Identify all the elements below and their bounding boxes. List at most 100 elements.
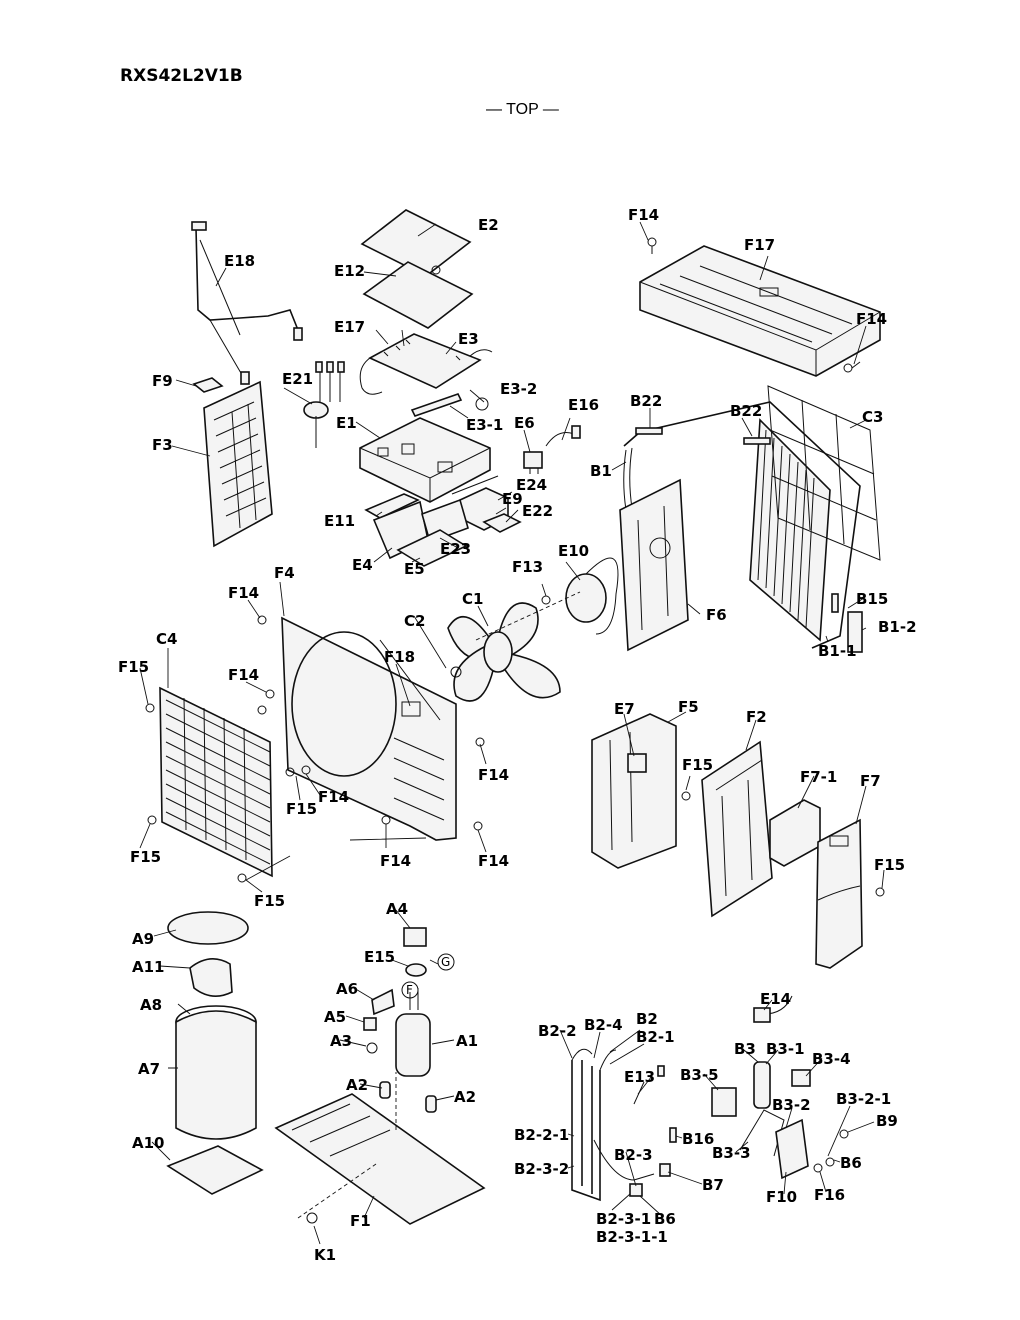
c2-nut — [450, 666, 462, 678]
label-b3-1: B3-1 — [766, 1040, 805, 1058]
label-e13: E13 — [624, 1068, 655, 1086]
f15-screw — [681, 791, 691, 801]
label-b3-2: B3-2 — [772, 1096, 811, 1114]
label-e2: E2 — [478, 216, 499, 234]
label-b9: B9 — [876, 1112, 898, 1130]
e11-terminal — [364, 493, 420, 519]
e22-bracket — [482, 513, 522, 533]
label-f: F — [406, 983, 413, 997]
e3-2-grommet — [475, 397, 489, 411]
label-a2-b: A2 — [454, 1088, 476, 1106]
label-b2-3: B2-3 — [614, 1146, 653, 1164]
k1-drain-socket — [306, 1212, 318, 1224]
f14-screw — [843, 361, 861, 373]
a2-cushion — [379, 1081, 391, 1099]
label-f14-d: F14 — [228, 666, 259, 684]
label-e4: E4 — [352, 556, 373, 574]
a9-insulation-top — [167, 911, 249, 945]
label-b3-4: B3-4 — [812, 1050, 851, 1068]
label-k1: K1 — [314, 1246, 336, 1264]
e18-harness — [191, 221, 303, 385]
label-e16: E16 — [568, 396, 599, 414]
label-f17: F17 — [744, 236, 775, 254]
c3-wire-grille — [767, 385, 881, 561]
label-e21: E21 — [282, 370, 313, 388]
f9-clip — [192, 377, 224, 393]
b1-2-pad — [847, 611, 863, 653]
b3-2-valve-plate — [775, 1118, 809, 1180]
model-title: RXS42L2V1B — [120, 66, 243, 86]
label-a9: A9 — [132, 930, 154, 948]
label-e17: E17 — [334, 318, 365, 336]
e1-electrical-box — [359, 417, 491, 503]
label-e3-2: E3-2 — [500, 380, 537, 398]
part-labels: E2 E12 E17 E3 E3-2 E3-1 E1 E6 E16 E24 E9… — [118, 206, 917, 1264]
label-a6: A6 — [336, 980, 358, 998]
label-b16: B16 — [682, 1130, 714, 1148]
label-e5: E5 — [404, 560, 425, 578]
label-c1: C1 — [462, 590, 483, 608]
f14-screw — [647, 237, 657, 254]
label-f15-f: F15 — [874, 856, 905, 874]
f2-right-side-plate — [701, 740, 773, 918]
e23-plate — [421, 498, 469, 544]
label-e1: E1 — [336, 414, 357, 432]
b6-valve — [629, 1183, 643, 1197]
label-c2: C2 — [404, 612, 425, 630]
label-e11: E11 — [324, 512, 355, 530]
a8-a7-sound-jacket — [175, 1005, 257, 1140]
label-e24: E24 — [516, 476, 547, 494]
label-f15-b: F15 — [286, 800, 317, 818]
label-a8: A8 — [140, 996, 162, 1014]
label-a4: A4 — [386, 900, 408, 918]
e10-fan-motor — [565, 557, 619, 635]
label-b6-a: B6 — [840, 1154, 862, 1172]
label-f14-f: F14 — [318, 788, 349, 806]
label-f15-d: F15 — [254, 892, 285, 910]
label-f2: F2 — [746, 708, 767, 726]
label-e3-1: E3-1 — [466, 416, 503, 434]
label-b1-2: B1-2 — [878, 618, 917, 636]
e3-1-tube — [410, 393, 463, 417]
label-b3-5: B3-5 — [680, 1066, 719, 1084]
label-b2-2-1: B2-2-1 — [514, 1126, 569, 1144]
f17-top-panel — [639, 245, 881, 377]
screws-front — [145, 615, 485, 883]
label-c4: C4 — [156, 630, 177, 648]
label-f6: F6 — [706, 606, 727, 624]
part-drawings — [145, 209, 885, 1225]
label-f7-1: F7-1 — [800, 768, 837, 786]
c1-propeller-fan — [447, 602, 561, 702]
label-e22: E22 — [522, 502, 553, 520]
label-b6-b: B6 — [654, 1210, 676, 1228]
e16-sensor — [545, 425, 581, 447]
f7-front-side-cover — [815, 818, 863, 969]
f7-1-cover — [769, 799, 821, 867]
label-b1: B1 — [590, 462, 612, 480]
label-b7: B7 — [702, 1176, 724, 1194]
b3-4-valve-cover — [791, 1069, 811, 1087]
e15-heater — [405, 963, 427, 977]
b22-seal — [743, 437, 771, 445]
label-g: G — [441, 955, 450, 969]
a1-compressor — [395, 988, 431, 1077]
b3-5-coil — [711, 1087, 737, 1117]
a10-insulation-base — [166, 1145, 264, 1195]
label-b2-1: B2-1 — [636, 1028, 675, 1046]
label-e9: E9 — [502, 490, 523, 508]
label-b15: B15 — [856, 590, 888, 608]
e12-insulation-plate — [362, 261, 474, 329]
label-e10: E10 — [558, 542, 589, 560]
b6-valve-right — [825, 1157, 835, 1167]
f6-partition — [619, 478, 689, 652]
label-a5: A5 — [324, 1008, 346, 1026]
label-f5: F5 — [678, 698, 699, 716]
a4-terminal-cover — [403, 927, 427, 947]
label-f4: F4 — [274, 564, 295, 582]
label-f15-c: F15 — [130, 848, 161, 866]
label-b2-3-1: B2-3-1 — [596, 1210, 651, 1228]
e3-pcb — [359, 333, 493, 395]
label-f9: F9 — [152, 372, 173, 390]
a2-cushion — [425, 1095, 437, 1113]
